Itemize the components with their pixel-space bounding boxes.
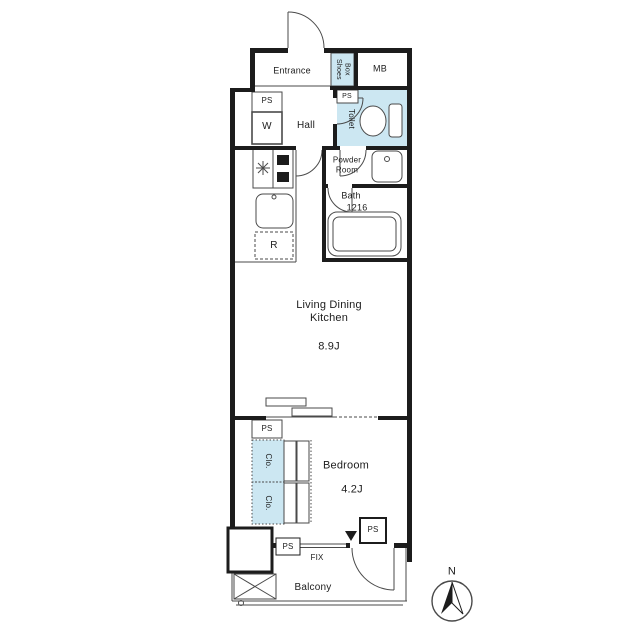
toilet-bowl-icon: [359, 105, 387, 137]
pipe-space-label-3: PS: [261, 424, 273, 434]
refrigerator-label: R: [270, 240, 278, 251]
fixtures: [235, 52, 403, 548]
exterior-service-box: [226, 526, 274, 574]
compass-icon: [431, 580, 473, 622]
pipe-space-box-4: [359, 517, 387, 544]
toilet-label: Toilet: [346, 109, 356, 129]
sink-icon: [255, 193, 294, 229]
pipe-space-label-5: PS: [282, 542, 294, 552]
refrigerator-space: [254, 231, 294, 260]
entrance-label: Entrance: [273, 65, 311, 76]
balcony-outline: [231, 548, 407, 606]
balcony-drain-icon: [238, 600, 244, 606]
pipe-space-box-5: [275, 537, 301, 556]
pipe-space-label-1: PS: [261, 96, 273, 106]
bedroom-size-label: 4.2J: [341, 483, 363, 496]
bath-size-label: 1216: [346, 202, 368, 213]
bath-label: Bath: [341, 190, 361, 201]
powder-room-label: Powder Room: [332, 155, 362, 174]
washbasin-faucet-icon: [384, 156, 390, 162]
closet-upper-label: Clo.: [263, 453, 273, 469]
overlay-boxes: [226, 517, 387, 574]
north-label: N: [447, 565, 457, 578]
meter-box-label: MB: [373, 63, 387, 74]
bathtub-icon: [327, 211, 402, 257]
sink-faucet-icon: [271, 194, 277, 200]
closet-lower-label: Clo.: [263, 495, 273, 511]
balcony-label: Balcony: [294, 582, 332, 593]
washer-box: [251, 111, 283, 145]
washer-label: W: [262, 121, 272, 132]
fix-window-label: FIX: [310, 553, 324, 563]
sliding-door-panels: [265, 397, 378, 418]
pipe-space-label-2: PS: [342, 92, 352, 100]
ldk-size-label: 8.9J: [318, 340, 340, 353]
toilet-door-arc: [336, 97, 364, 125]
balcony-partition-panel: [233, 573, 277, 600]
ldk-label: Living Dining Kitchen: [296, 298, 362, 324]
closet-door-panels: [283, 440, 310, 524]
direction-triangle-icon: [345, 531, 357, 541]
north-needle-light-icon: [451, 581, 464, 615]
closet-upper-area: [252, 440, 284, 482]
balcony-door-arc: [351, 547, 395, 591]
stove-icon: [252, 148, 294, 189]
bedroom-label: Bedroom: [322, 459, 370, 472]
washbasin-icon: [371, 150, 403, 183]
entrance-door-arc: [287, 11, 325, 49]
closet-lower-area: [252, 482, 284, 524]
pipe-space-box-3: [251, 419, 283, 439]
shoes-box-area: [331, 53, 354, 86]
powder-door-arc: [339, 149, 367, 177]
toilet-tank-icon: [388, 103, 403, 138]
north-needle-dark-icon: [441, 582, 452, 614]
hall-label: Hall: [296, 120, 316, 131]
hall-door-arc: [295, 149, 323, 177]
pipe-space-label-4: PS: [367, 525, 379, 535]
shoes-box-label: Shoes Box: [335, 58, 351, 80]
